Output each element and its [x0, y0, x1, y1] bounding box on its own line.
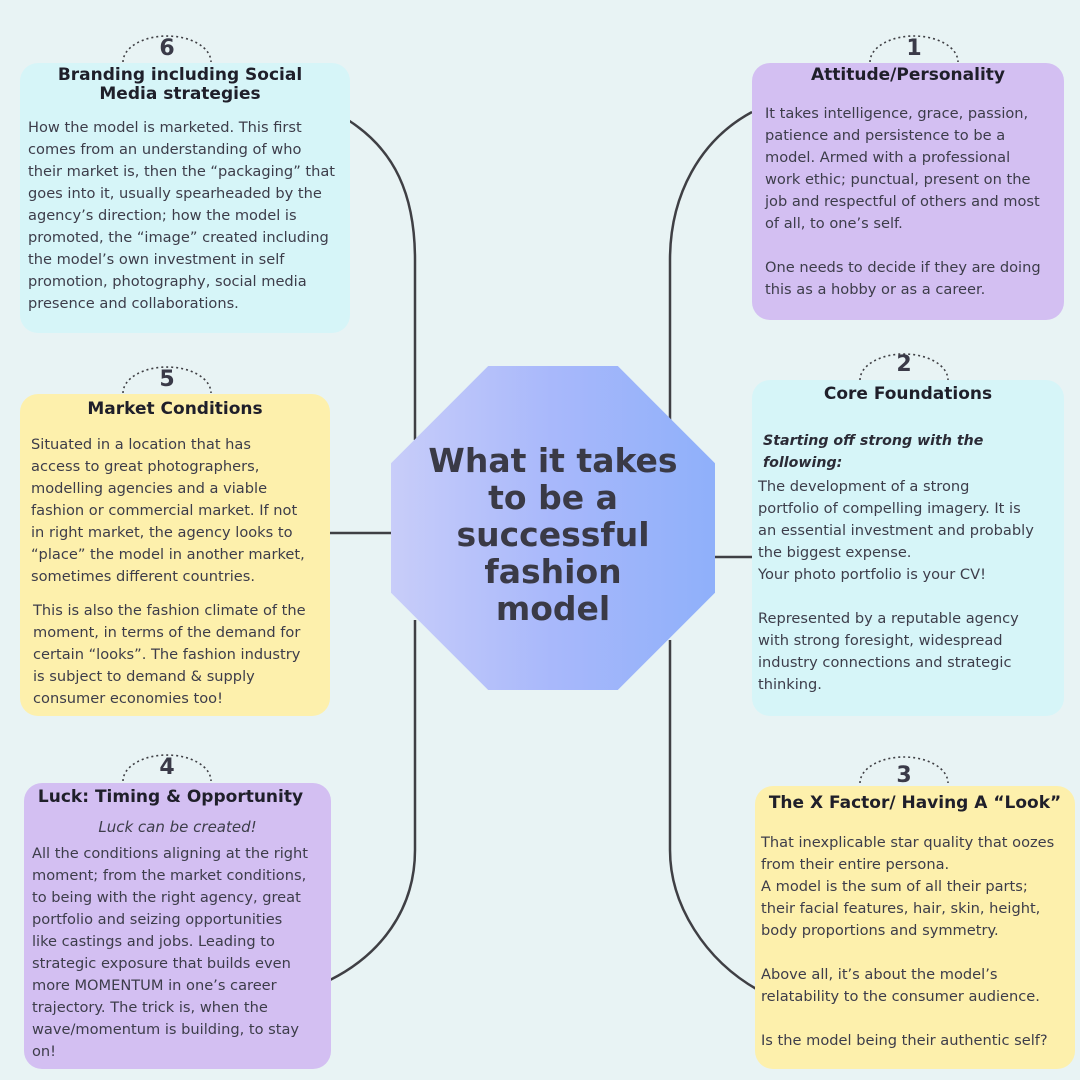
card-2-subtitle: Starting off strong with the following:: [763, 433, 984, 471]
card-1-body: It takes intelligence, grace, passion, p…: [765, 105, 1041, 298]
central-title: What it takes to be a successful fashion…: [428, 441, 678, 628]
card-2-title: Core Foundations: [823, 384, 993, 404]
card-1-attitude: Attitude/Personality It takes intelligen…: [752, 63, 1064, 320]
connector-4: [329, 620, 417, 982]
connector-6: [347, 118, 417, 440]
card-6-title: Branding including Social Media strategi…: [57, 65, 303, 104]
arc-3: [859, 756, 949, 784]
arc-1: [869, 35, 959, 63]
arc-2: [859, 353, 949, 381]
card-3-body: That inexplicable star quality that ooze…: [761, 834, 1055, 1049]
card-4-title: Luck: Timing & Opportunity: [37, 787, 304, 807]
arc-6: [122, 35, 212, 63]
card-4-subtitle: Luck can be created!: [98, 818, 257, 836]
card-2-core-foundations: Core Foundations Starting off strong wit…: [752, 380, 1064, 716]
card-2-body: The development of a strong portfolio of…: [758, 478, 1034, 693]
card-2-number: 2: [896, 352, 912, 377]
card-1-number: 1: [906, 36, 922, 61]
arc-5: [122, 366, 212, 394]
central-octagon: [391, 366, 715, 690]
connector-3: [668, 640, 759, 992]
card-5-market-conditions: Market Conditions Situated in a location…: [20, 394, 330, 716]
arc-4: [122, 754, 212, 782]
card-6-branding: Branding including Social Media strategi…: [20, 63, 350, 333]
card-4-luck: Luck: Timing & Opportunity Luck can be c…: [24, 783, 331, 1069]
card-4-number: 4: [159, 755, 175, 780]
card-3-x-factor: The X Factor/ Having A “Look” That inexp…: [755, 786, 1075, 1069]
card-3-title: The X Factor/ Having A “Look”: [768, 793, 1062, 813]
card-1-title: Attitude/Personality: [811, 65, 1005, 85]
card-6-body: How the model is marketed. This first co…: [28, 119, 336, 312]
card-4-body: All the conditions aligning at the right…: [32, 845, 308, 1060]
card-5-body-2: This is also the fashion climate of the …: [33, 602, 306, 707]
card-5-number: 5: [159, 367, 175, 392]
connector-1: [668, 110, 753, 440]
card-6-number: 6: [159, 36, 175, 61]
card-5-body: Situated in a location that has access t…: [31, 436, 305, 585]
card-3-number: 3: [896, 763, 912, 788]
card-5-title: Market Conditions: [87, 399, 263, 419]
